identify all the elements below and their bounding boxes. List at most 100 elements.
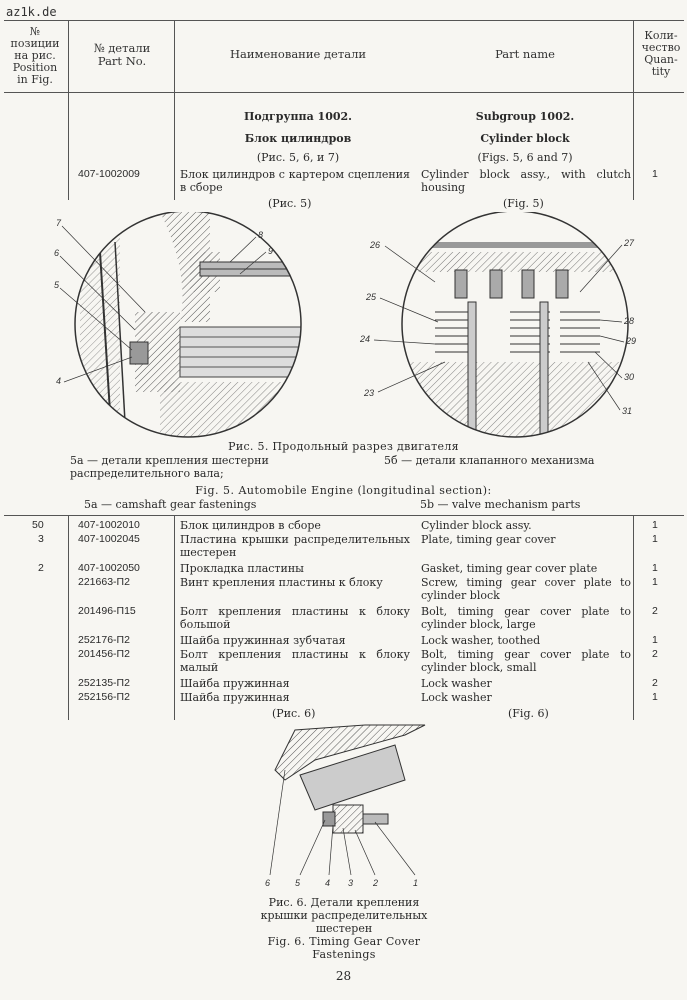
rule-top	[4, 20, 684, 21]
fig6-caption-ru-line: крышки распределительных	[260, 909, 428, 922]
row-partno: 407-1002010	[78, 519, 140, 531]
row-partno: 407-1002050	[78, 562, 140, 574]
rule-header	[4, 92, 684, 93]
row-partno: 221663-П2	[78, 576, 130, 588]
fig6-caption-ru-line: Рис. 6. Детали крепления	[268, 896, 420, 909]
row-name-en: Lock washer, toothed	[421, 634, 541, 647]
subgroup-name-ru: Блок цилиндров	[244, 132, 352, 145]
fig5a-label: 9	[268, 246, 273, 256]
row-name-en: Lock washer	[421, 691, 492, 704]
subgroup-figs-en: (Figs. 5, 6 and 7)	[477, 151, 573, 164]
row1-partno: 407-1002009	[78, 168, 140, 180]
row-name-en: Gasket, timing gear cover plate	[421, 562, 598, 575]
fig6-label: 4	[325, 878, 330, 888]
fig6-caption-en: Fig. 6. Timing Gear Cover Fastenings	[244, 935, 444, 961]
subgroup-figs-ru: (Рис. 5, 6, и 7)	[256, 151, 340, 164]
row-partno: 252156-П2	[78, 691, 130, 703]
row-qty: 1	[652, 562, 658, 574]
header-name-en: Part name	[495, 47, 555, 61]
header-qty-line: Quan-	[644, 53, 678, 66]
rule-col-3-lower	[633, 516, 634, 720]
row-qty: 2	[652, 605, 658, 617]
fig6-label: 6	[265, 878, 270, 888]
fig5b-label: 23	[363, 388, 374, 398]
row-name-en: Cylinder block assy.	[421, 519, 532, 532]
row-partno: 201456-П2	[78, 648, 130, 660]
fig5a-label: 5	[54, 280, 60, 290]
subgroup-title-ru: Подгруппа 1002.	[243, 110, 353, 123]
row-qty: 1	[652, 576, 658, 588]
fig6-caption-ru-line: шестерен	[315, 922, 373, 935]
row-qty: 1	[652, 691, 658, 703]
row-name-ru: Пластина крышки распределительных шестер…	[180, 533, 410, 559]
fig6-caption-en-line: Fastenings	[312, 948, 376, 961]
fig5-sub-b-ru: 5б — детали клапанного механизма	[384, 454, 595, 467]
watermark: az1k.de	[6, 5, 57, 19]
fig5b-label: 27	[623, 238, 635, 248]
fig5b-label: 24	[359, 334, 370, 344]
row-partno: 252135-П2	[78, 677, 130, 689]
rule-col-2	[174, 20, 175, 200]
fig6-ref-ru: (Рис. 6)	[272, 707, 316, 720]
row-name-en: Bolt, timing gear cover plate to cylinde…	[421, 648, 631, 674]
fig6-caption-ru: Рис. 6. Детали крепления крышки распреде…	[244, 896, 444, 935]
rule-col-1	[68, 20, 69, 200]
rule-rows-top	[4, 515, 684, 516]
row1-ref-ru: (Рис. 5)	[268, 197, 312, 210]
fig6-label: 2	[372, 878, 378, 888]
row1-qty: 1	[652, 168, 658, 180]
row-name-en: Lock washer	[421, 677, 492, 690]
header-partno-line: Part No.	[97, 54, 147, 68]
row-name-ru: Прокладка пластины	[180, 562, 304, 575]
header-position-line: in Fig.	[17, 73, 53, 86]
fig5b-label: 26	[369, 240, 380, 250]
row1-ref-en: (Fig. 5)	[503, 197, 544, 210]
page-number: 28	[335, 969, 352, 983]
fig5b-label: 28	[623, 316, 634, 326]
fig5-sub-a-en: 5a — camshaft gear fastenings	[84, 498, 257, 511]
fig5b-label: 31	[622, 406, 632, 416]
row-name-en: Screw, timing gear cover plate to cylind…	[421, 576, 631, 602]
header-qty-line: tity	[651, 65, 671, 78]
fig5b-label: 30	[624, 372, 634, 382]
fig5b-label: 25	[365, 292, 377, 302]
fig5b-cutaway	[402, 212, 628, 437]
fig5b-label: 29	[625, 336, 636, 346]
row-qty: 1	[652, 519, 658, 531]
fig6-ref-en: (Fig. 6)	[508, 707, 549, 720]
row-position: 3	[38, 533, 44, 545]
header-position-line: №	[29, 25, 41, 38]
fig5a-label: 8	[258, 230, 263, 240]
fig5-sub-b-en: 5b — valve mechanism parts	[420, 498, 581, 511]
rule-col-2-lower	[174, 516, 175, 720]
row-name-ru: Шайба пружинная зубчатая	[180, 634, 346, 647]
row-qty: 1	[652, 533, 658, 545]
rule-col-1-lower	[68, 516, 69, 720]
fig6-label: 1	[413, 878, 418, 888]
row-name-en: Bolt, timing gear cover plate to cylinde…	[421, 605, 631, 631]
fig5-caption-ru: Рис. 5. Продольный разрез двигателя	[228, 440, 459, 453]
fig6-label: 5	[295, 878, 301, 888]
row-name-ru: Шайба пружинная	[180, 677, 290, 690]
rule-col-3	[633, 20, 634, 200]
row-partno: 407-1002045	[78, 533, 140, 545]
header-name-ru: Наименование детали	[229, 47, 367, 61]
row-name-ru: Болт крепления пластины к блоку большой	[180, 605, 410, 631]
row-position: 50	[32, 519, 44, 531]
figure-6-illustration: 6 5 4 3 2 1	[265, 724, 426, 888]
row-name-ru: Блок цилиндров в сборе	[180, 519, 321, 532]
header-position-line: Position	[12, 61, 58, 74]
row1-name-en: Cylinder block assy., with clutch housin…	[421, 168, 631, 194]
fig5a-cutaway	[75, 212, 301, 437]
fig5a-label: 4	[56, 376, 61, 386]
fig5a-label: 6	[54, 248, 59, 258]
figure-5-illustration: 7 6 5 4 8 9 26 25 24 23 27 28 29	[54, 212, 636, 438]
header-partno-line: № детали	[93, 41, 151, 55]
subgroup-name-en: Cylinder block	[480, 132, 570, 145]
fig5a-label: 7	[56, 218, 62, 228]
row-name-ru: Шайба пружинная	[180, 691, 290, 704]
header-position-line: позиции	[10, 37, 60, 50]
header-partno: № детали Part No.	[72, 42, 172, 68]
row-qty: 2	[652, 677, 658, 689]
row-qty: 2	[652, 648, 658, 660]
